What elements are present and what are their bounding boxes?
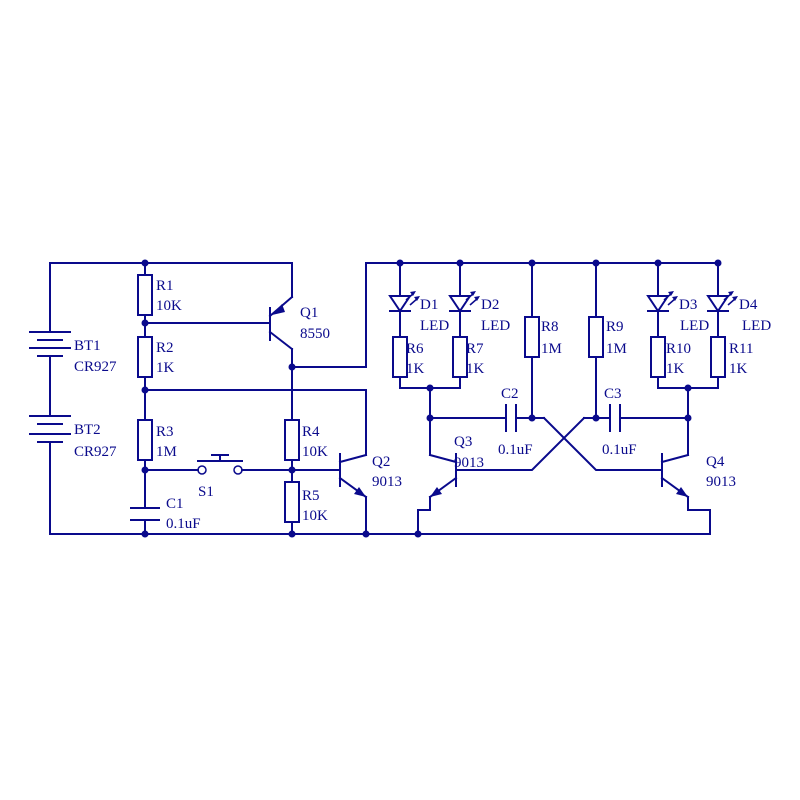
led-d1: D1 LED (388, 291, 449, 334)
d2-value: LED (481, 318, 510, 334)
led-d2: D2 LED (448, 291, 510, 334)
r9-ref: R9 (606, 319, 624, 335)
d1-value: LED (420, 318, 449, 334)
q4-value: 9013 (706, 474, 736, 490)
switch-s1: S1 (197, 454, 243, 500)
resistor-r6: R6 1K (392, 336, 425, 378)
r5-ref: R5 (302, 488, 320, 504)
q3-ref: Q3 (454, 434, 472, 450)
d3-ref: D3 (679, 297, 697, 313)
resistor-r7: R7 1K (452, 336, 485, 378)
r6-value: 1K (406, 361, 425, 377)
r4-ref: R4 (302, 424, 320, 440)
resistor-r9: R9 1M (588, 316, 627, 358)
d4-value: LED (742, 318, 771, 334)
capacitor-c2: C2 0.1uF (498, 386, 533, 458)
d2-ref: D2 (481, 297, 499, 313)
q2-value: 9013 (372, 474, 402, 490)
led-d4: D4 LED (706, 291, 771, 334)
d1-ref: D1 (420, 297, 438, 313)
resistor-r2: R2 1K (137, 336, 175, 378)
capacitor-c3: C3 0.1uF (602, 386, 637, 458)
c1-value: 0.1uF (166, 516, 201, 532)
r3-value: 1M (156, 444, 177, 460)
r3-ref: R3 (156, 424, 174, 440)
r7-value: 1K (466, 361, 485, 377)
led-d3: D3 LED (646, 291, 709, 334)
d4-ref: D4 (739, 297, 758, 313)
wires (49, 262, 719, 535)
capacitor-c1: C1 0.1uF (130, 496, 201, 532)
resistor-r3: R3 1M (137, 419, 177, 461)
resistor-r11: R11 1K (710, 336, 753, 378)
r1-ref: R1 (156, 278, 174, 294)
r10-ref: R10 (666, 341, 691, 357)
transistor-q2: Q2 9013 (338, 453, 402, 499)
battery-bt1: BT1 CR927 (29, 331, 117, 375)
s1-ref: S1 (198, 484, 214, 500)
resistor-r5: R5 10K (284, 481, 328, 524)
c3-value: 0.1uF (602, 442, 637, 458)
transistor-q3: Q3 9013 (428, 434, 484, 499)
q3-value: 9013 (454, 455, 484, 471)
transistor-q4: Q4 9013 (660, 453, 736, 499)
bt1-value: CR927 (74, 359, 117, 375)
transistor-q1: Q1 8550 (268, 295, 330, 351)
r1-value: 10K (156, 298, 182, 314)
r2-value: 1K (156, 360, 175, 376)
junctions (141, 259, 722, 538)
c2-ref: C2 (501, 386, 519, 402)
r10-value: 1K (666, 361, 685, 377)
q2-ref: Q2 (372, 454, 390, 470)
battery-bt2: BT2 CR927 (29, 415, 117, 460)
resistor-r8: R8 1M (524, 316, 562, 358)
q4-ref: Q4 (706, 454, 725, 470)
r11-value: 1K (729, 361, 748, 377)
bt2-value: CR927 (74, 444, 117, 460)
bt2-ref: BT2 (74, 422, 101, 438)
q1-ref: Q1 (300, 305, 318, 321)
r5-value: 10K (302, 508, 328, 524)
r4-value: 10K (302, 444, 328, 460)
r8-ref: R8 (541, 319, 559, 335)
r9-value: 1M (606, 341, 627, 357)
c2-value: 0.1uF (498, 442, 533, 458)
r11-ref: R11 (729, 341, 753, 357)
c3-ref: C3 (604, 386, 622, 402)
r2-ref: R2 (156, 340, 174, 356)
resistor-r4: R4 10K (284, 419, 328, 461)
resistor-r1: R1 10K (137, 274, 182, 316)
c1-ref: C1 (166, 496, 184, 512)
resistor-r10: R10 1K (650, 336, 691, 378)
bt1-ref: BT1 (74, 338, 101, 354)
r8-value: 1M (541, 341, 562, 357)
q1-value: 8550 (300, 326, 330, 342)
r7-ref: R7 (466, 341, 484, 357)
d3-value: LED (680, 318, 709, 334)
r6-ref: R6 (406, 341, 424, 357)
